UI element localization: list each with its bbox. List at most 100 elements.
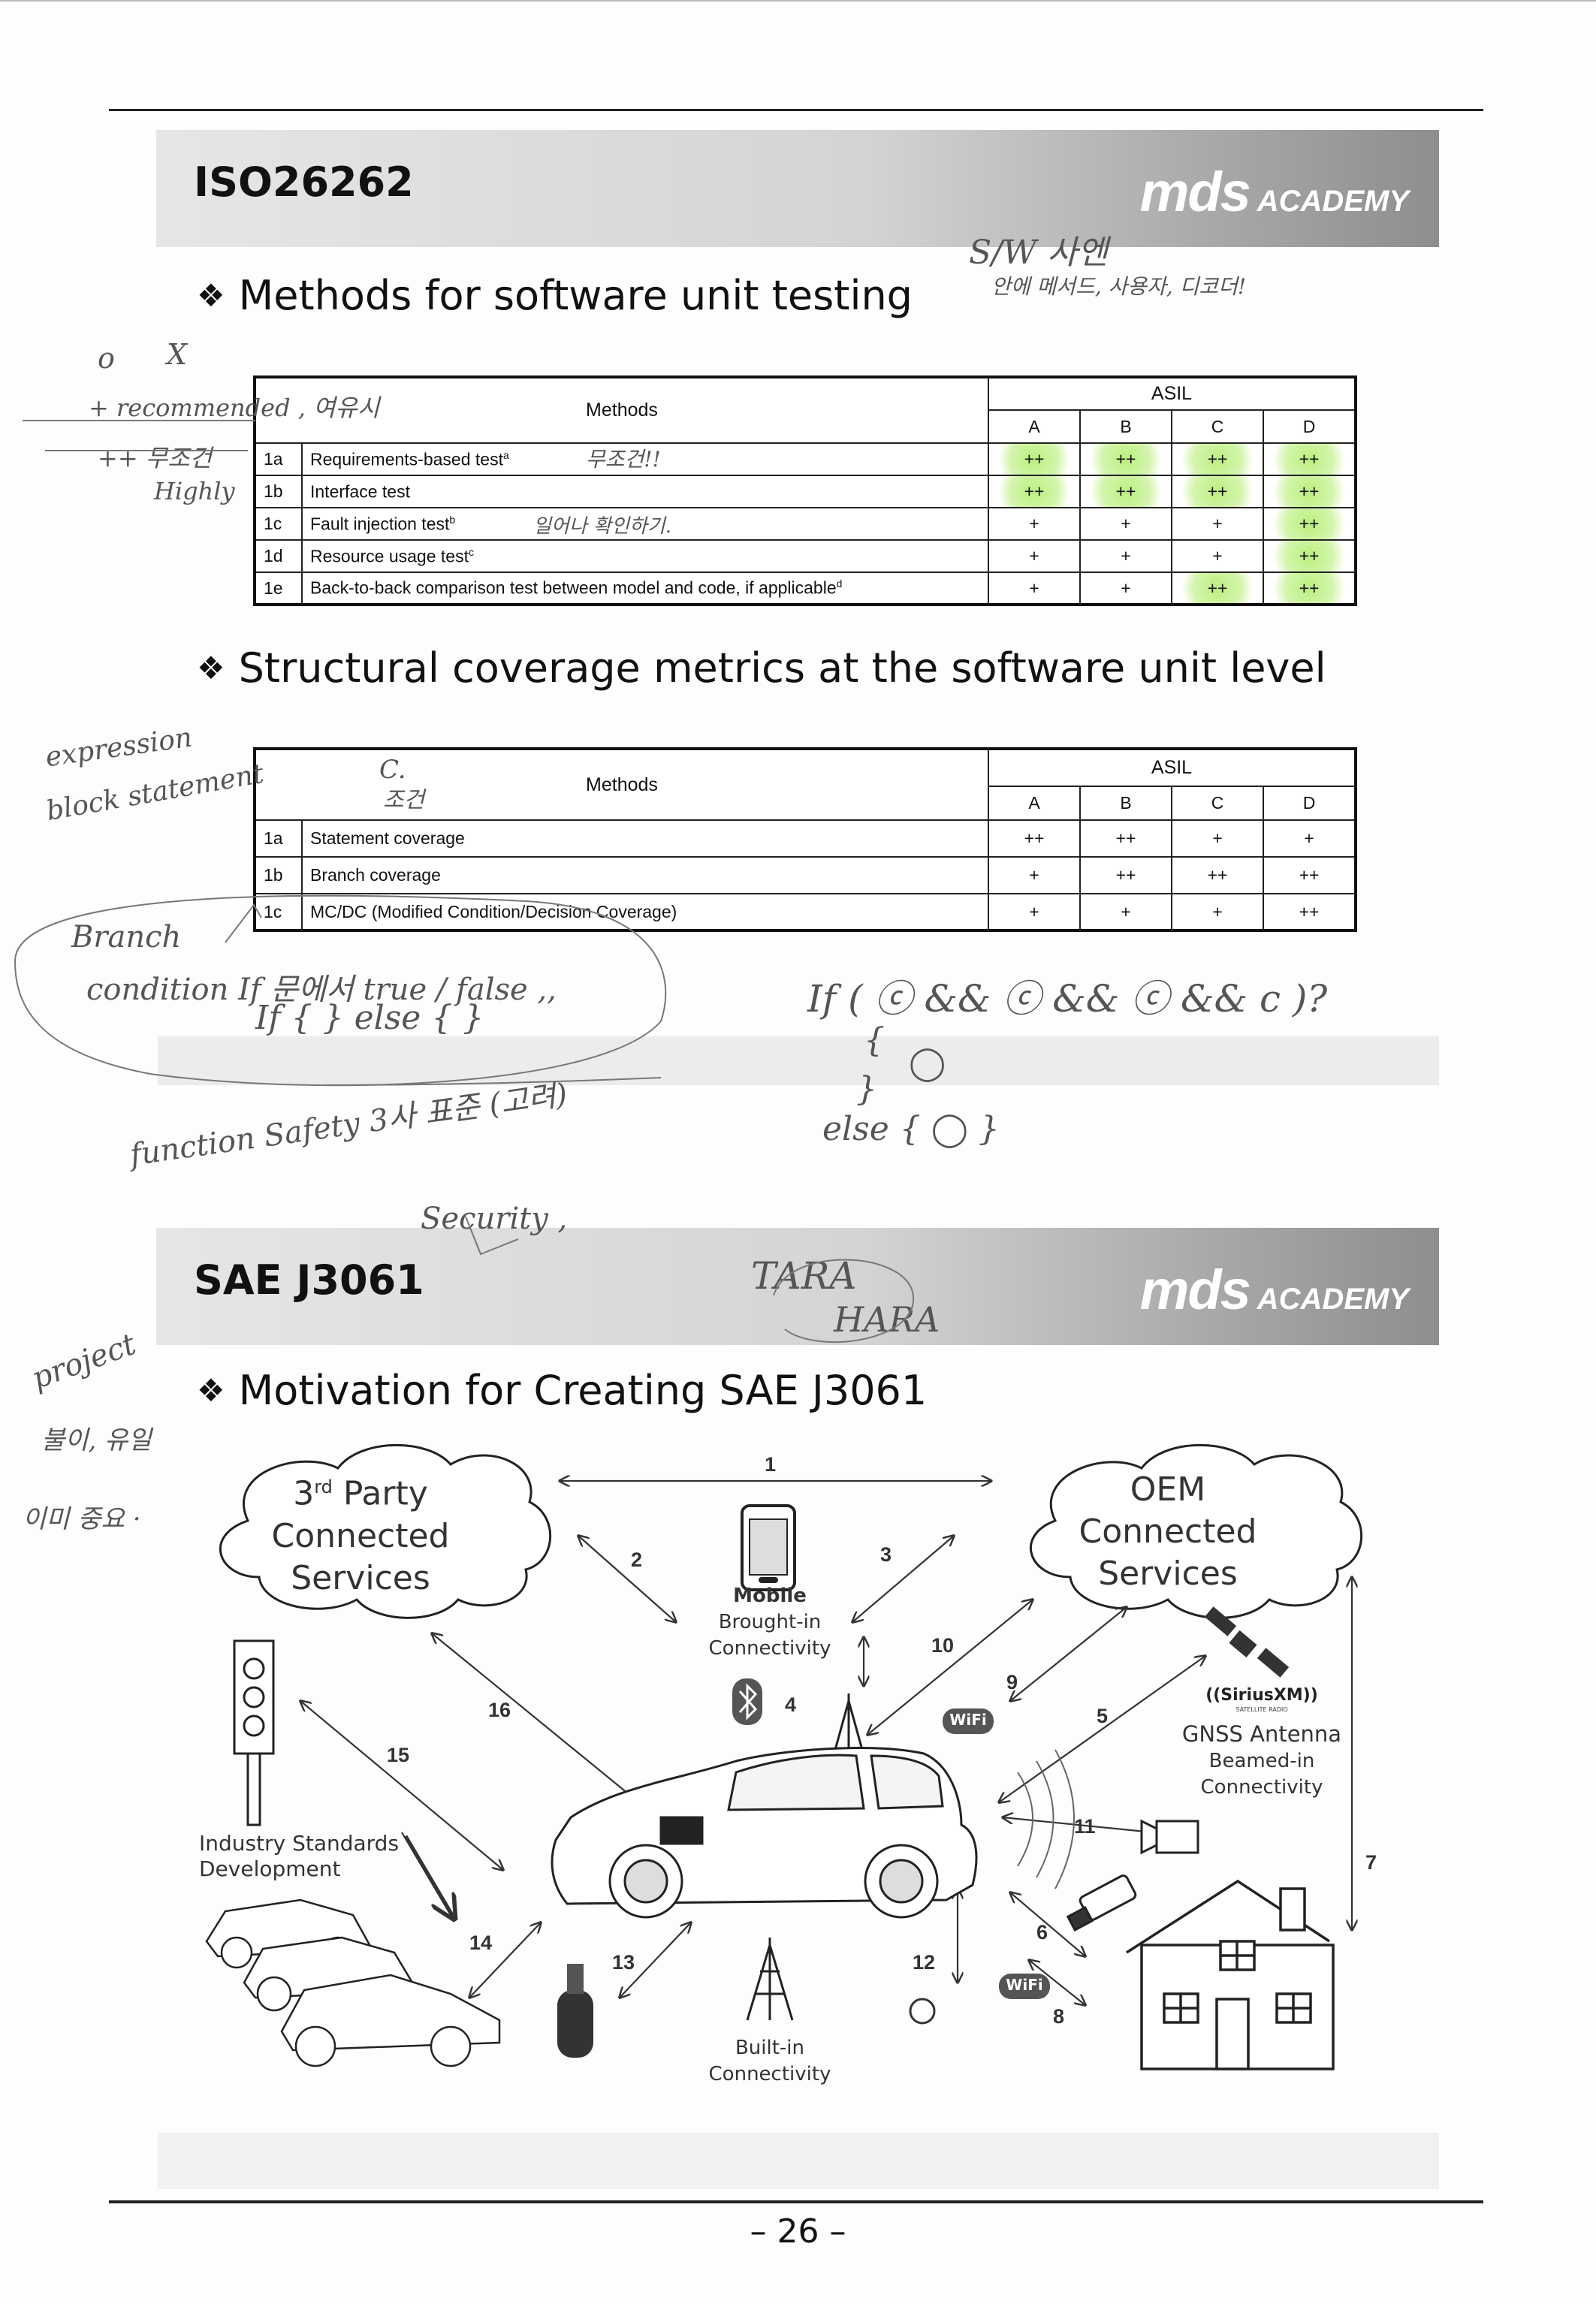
table-row: 1b Branch coverage + ++ ++ ++ (254, 856, 1356, 894)
note-hara: HARA (834, 1299, 940, 1340)
asil-d: D (1263, 786, 1356, 821)
cell: + (988, 893, 1081, 931)
row-method: Statement coverage (301, 819, 989, 858)
note-required: 무조건!! (586, 447, 661, 472)
iso-banner-title: ISO26262 (194, 158, 414, 206)
cell: ++ (1263, 893, 1356, 931)
note-sw: S/W 사엔 (969, 234, 1109, 272)
arrow-number: 14 (469, 1932, 493, 1954)
cell: ++ (1263, 539, 1356, 573)
cell: + (1079, 893, 1172, 931)
table-row: 1a Statement coverage ++ ++ + + (254, 819, 1356, 858)
logo-main: mds (1139, 1259, 1251, 1321)
cell: + (988, 539, 1081, 573)
cell: + (1171, 819, 1264, 858)
arrow-number: 4 (785, 1693, 797, 1716)
cell: + (1079, 507, 1172, 541)
logo-main: mds (1139, 161, 1251, 223)
cell: + (1171, 539, 1264, 573)
bullet-icon: ❖ (197, 650, 225, 686)
bullet-icon: ❖ (197, 1372, 225, 1409)
cell: + (1171, 893, 1264, 931)
siriusxm-logo: ((SiriusXM)) (1205, 1686, 1318, 1705)
standards-label: Development (199, 1856, 341, 1881)
cell: + (988, 507, 1081, 541)
row-id: 1b (254, 475, 303, 508)
table-row: 1b Interface test ++ ++ ++ ++ (254, 475, 1356, 508)
note-branch: Branch (71, 920, 182, 954)
siriusxm-sub: SATELLITE RADIO (1235, 1706, 1288, 1713)
cell: ++ (1171, 571, 1264, 605)
cell-tower-icon (746, 1938, 794, 2021)
cell: + (1079, 539, 1172, 573)
cloud-right-text: OEM Connected Services (1079, 1470, 1257, 1593)
arrow-number: 3 (880, 1543, 892, 1566)
mobile-sub1: Brought-in (718, 1611, 822, 1633)
wifi-label: WiFi (949, 1711, 987, 1729)
faint-band (158, 1036, 1439, 1085)
globe-icon (909, 1998, 936, 2025)
row-id: 1d (254, 539, 303, 573)
legend-x: X (167, 338, 188, 371)
cell: ++ (988, 819, 1081, 858)
note-tara: TARA (751, 1254, 857, 1298)
top-rule (0, 0, 1596, 2)
cell: + (1079, 571, 1172, 605)
cell: + (1171, 507, 1264, 541)
note-fault: 일어나 확인하기. (533, 515, 671, 538)
heading-text: Motivation for Creating SAE J3061 (238, 1367, 928, 1414)
cell: ++ (1079, 819, 1172, 858)
arrow-number: 10 (931, 1634, 955, 1657)
row-id: 1e (254, 571, 303, 605)
note-c: C. (379, 755, 406, 785)
note-circle: ◯ (909, 1044, 946, 1082)
asil-a: A (988, 409, 1081, 444)
table-row: 1e Back-to-back comparison test between … (254, 571, 1356, 605)
row-method: Requirements-based testa (301, 442, 989, 476)
cell: ++ (1263, 507, 1356, 541)
gnss-sub2: Connectivity (1200, 1776, 1323, 1799)
cell: + (988, 856, 1081, 894)
header-rule (109, 109, 1483, 111)
asil-c: C (1171, 409, 1264, 444)
builtin-label: Built-in (735, 2037, 805, 2059)
table-row: 1c MC/DC (Modified Condition/Decision Co… (254, 893, 1356, 931)
small-antenna-icon (834, 1693, 864, 1751)
arrow-number: 11 (1074, 1815, 1096, 1838)
asil-header: ASIL (988, 748, 1356, 786)
row-id: 1a (254, 819, 303, 858)
footer-rule (109, 2200, 1483, 2203)
note-highly: Highly (154, 477, 235, 505)
row-method: Back-to-back comparison test between mod… (301, 571, 989, 605)
cell: ++ (1263, 571, 1356, 605)
cell: ++ (988, 475, 1081, 508)
row-id: 1a (254, 442, 303, 476)
house-icon (1126, 1879, 1335, 2070)
gnss-title: GNSS Antenna (1181, 1721, 1342, 1747)
asil-b: B (1079, 786, 1172, 821)
arrow-number: 2 (631, 1549, 643, 1571)
heading-text: Methods for software unit testing (238, 272, 913, 319)
page-number: – 26 – (750, 2212, 846, 2251)
cell: + (1263, 819, 1356, 858)
note-brace-open: { (864, 1021, 885, 1060)
table-row: 1d Resource usage testc + + + ++ (254, 539, 1356, 573)
cloud-left-text: 3rd Party Connected Services (271, 1474, 450, 1597)
row-method: Fault injection testb (301, 507, 989, 541)
note-sw2: 안에 메서드, 사용자, 디코더! (991, 274, 1247, 299)
builtin-label: Connectivity (708, 2063, 831, 2085)
cloud-right-shape (1029, 1443, 1363, 1619)
wifi-label: WiFi (1006, 1976, 1043, 1994)
arrow-number: 7 (1365, 1851, 1377, 1874)
cell: ++ (1263, 475, 1356, 508)
methods-header: Methods (254, 748, 989, 821)
arrow-number: 13 (612, 1951, 635, 1974)
legend-o: o (98, 342, 115, 375)
row-id: 1c (254, 507, 303, 541)
arrow-number: 15 (387, 1744, 410, 1766)
note-condition-kr: 조건 (383, 787, 425, 813)
